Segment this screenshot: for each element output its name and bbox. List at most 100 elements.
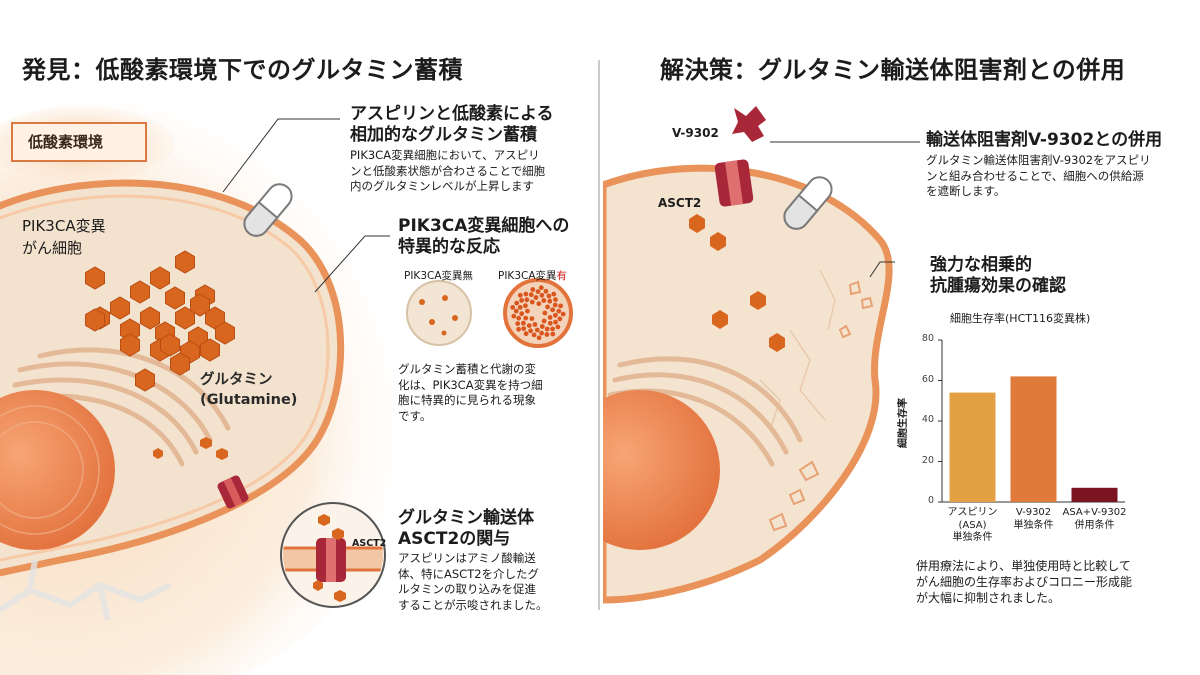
glutamine-dot bbox=[536, 301, 542, 307]
transporter-icon bbox=[217, 475, 249, 509]
callout2-heading-2: 特異的な反応 bbox=[398, 237, 500, 257]
chart-category-line: 併用条件 bbox=[1074, 519, 1115, 531]
glutamine-dot bbox=[529, 299, 535, 305]
inhibitor-icon bbox=[732, 106, 766, 142]
glutamine-dot bbox=[523, 291, 529, 297]
transporter-label: ASCT2 bbox=[658, 196, 702, 210]
glutamine-hexagon-icon bbox=[170, 352, 190, 376]
right-callout2-heading-2: 抗腫瘍効果の確認 bbox=[930, 276, 1066, 296]
glutamine-dot bbox=[555, 324, 561, 330]
chart-category-line: アスピリン bbox=[947, 507, 998, 518]
glutamine-hexagon-icon bbox=[110, 296, 130, 320]
label-without-mutation: PIK3CA変異無 bbox=[404, 270, 474, 282]
glutamine-dot bbox=[531, 332, 537, 338]
callout3-body-2: 体、特にASCT2を介したグ bbox=[398, 566, 540, 581]
callout-asct2: グルタミン輸送体 ASCT2の関与 アスピリンはアミノ酸輸送 体、特にASCT2… bbox=[398, 508, 548, 613]
callout2-body-2: 化は、PIK3CA変異を持つ細 bbox=[398, 377, 543, 392]
glutamine-dot bbox=[545, 304, 550, 310]
callout-leaders bbox=[222, 118, 390, 293]
callout-synergy: 強力な相乗的 抗腫瘍効果の確認 bbox=[930, 255, 1066, 297]
glutamine-hexagon-icon bbox=[165, 286, 185, 310]
label-with-suffix: 有 bbox=[556, 270, 568, 282]
glutamine-dot bbox=[510, 305, 516, 310]
glutamine-dot bbox=[525, 308, 530, 314]
glutamine-dot bbox=[519, 298, 524, 303]
glutamine-dot bbox=[526, 323, 532, 328]
label-with-prefix: PIK3CA変異 bbox=[498, 270, 557, 282]
callout3-body-1: アスピリンはアミノ酸輸送 bbox=[398, 551, 536, 565]
callout1-heading-2: 相加的なグルタミン蓄積 bbox=[350, 125, 537, 145]
glutamine-dot bbox=[533, 295, 539, 300]
right-callout1-body-1: グルタミン輸送体阻害剤V-9302をアスピリ bbox=[926, 153, 1151, 167]
cell-fragments bbox=[768, 280, 874, 532]
glutamine-small bbox=[153, 437, 228, 460]
glutamine-label-en: (Glutamine) bbox=[200, 392, 298, 408]
callout-additive-accumulation: アスピリンと低酸素による 相加的なグルタミン蓄積 PIK3CA変異細胞において、… bbox=[350, 104, 554, 195]
conclusion-line-2: がん細胞の生存率およびコロニー形成能 bbox=[916, 575, 1133, 589]
callout3-body-3: ルタミンの取り込みを促進 bbox=[398, 582, 536, 596]
glutamine-dot bbox=[535, 289, 541, 294]
endoplasmic-reticulum bbox=[7, 347, 231, 467]
cell-label-line1: PIK3CA変異 bbox=[22, 217, 106, 235]
glutamine-dot bbox=[521, 320, 526, 326]
callout1-body-3: 内のグルタミンレベルが上昇します bbox=[350, 179, 534, 193]
callout1-body-1: PIK3CA変異細胞において、アスピリ bbox=[350, 148, 540, 162]
conclusion-line-1: 併用療法により、単独使用時と比較して bbox=[916, 559, 1131, 573]
glutamine-dot bbox=[539, 292, 545, 298]
cell-with-mutation bbox=[503, 278, 573, 348]
nucleus bbox=[0, 390, 115, 550]
hypoxia-badge: 低酸素環境 bbox=[28, 133, 104, 151]
glutamine-dot bbox=[524, 297, 530, 303]
glutamine-hexagon-icon bbox=[120, 318, 140, 342]
callout3-heading-2: ASCT2の関与 bbox=[398, 529, 511, 549]
glutamine-right bbox=[689, 214, 785, 352]
cell-type-label: PIK3CA変異 がん細胞 bbox=[22, 215, 106, 259]
glutamine-hexagon-icon bbox=[85, 308, 105, 332]
callout2-body-4: です。 bbox=[398, 408, 432, 423]
glutamine-dot bbox=[519, 311, 525, 317]
glutamine-hexagon-icon bbox=[120, 333, 140, 357]
glutamine-dot bbox=[550, 307, 555, 313]
chart-tick-label: 60 bbox=[921, 373, 934, 385]
glutamine-dot bbox=[538, 285, 544, 291]
glutamine-dot bbox=[511, 313, 517, 319]
glutamine-dot bbox=[523, 331, 529, 337]
glutamine-dot bbox=[557, 316, 563, 322]
right-callout1-body-2: ンと組み合わせることで、細胞への供給源 bbox=[926, 168, 1144, 183]
glutamine-dot bbox=[546, 293, 552, 299]
glutamine-hexagon-icon bbox=[175, 306, 195, 330]
cell-label-line2: がん細胞 bbox=[22, 239, 83, 257]
glutamine-dot bbox=[517, 292, 523, 298]
inhibitor-label: V-9302 bbox=[672, 126, 719, 140]
glutamine-dot bbox=[543, 288, 549, 294]
callout1-heading-1: アスピリンと低酸素による bbox=[350, 104, 554, 124]
glutamine-hexagon-icon bbox=[85, 266, 105, 290]
chart-ylabel: 細胞生存率 bbox=[898, 398, 909, 448]
glutamine-dot bbox=[542, 310, 548, 316]
pill-icon bbox=[243, 183, 293, 237]
glutamine-dot bbox=[516, 315, 522, 321]
nucleus-right bbox=[603, 390, 720, 550]
chart-bar bbox=[949, 392, 996, 502]
glutamine-dot bbox=[541, 298, 547, 303]
right-callout1-body-3: を遮断します。 bbox=[926, 184, 1006, 198]
glutamine-dot bbox=[521, 326, 527, 331]
glutamine-dot bbox=[544, 332, 550, 337]
glutamine-dot bbox=[528, 292, 534, 298]
glutamine-dot bbox=[528, 328, 533, 334]
glutamine-dot bbox=[539, 330, 544, 336]
glutamine-dot bbox=[556, 308, 562, 314]
chart-category-label: アスピリン(ASA)単独条件 bbox=[938, 507, 1008, 545]
glutamine-dot bbox=[516, 326, 521, 332]
glutamine-hexagon-icon bbox=[215, 321, 235, 345]
glutamine-dot bbox=[541, 318, 547, 324]
chart-category-line: 単独条件 bbox=[952, 532, 993, 543]
asct2-inset bbox=[280, 502, 386, 608]
callout2-body-1: グルタミン蓄積と代謝の変 bbox=[398, 362, 536, 376]
glutamine-dot bbox=[547, 298, 553, 304]
glutamine-dot bbox=[514, 300, 520, 306]
glutamine-label: グルタミン (Glutamine) bbox=[200, 370, 297, 410]
